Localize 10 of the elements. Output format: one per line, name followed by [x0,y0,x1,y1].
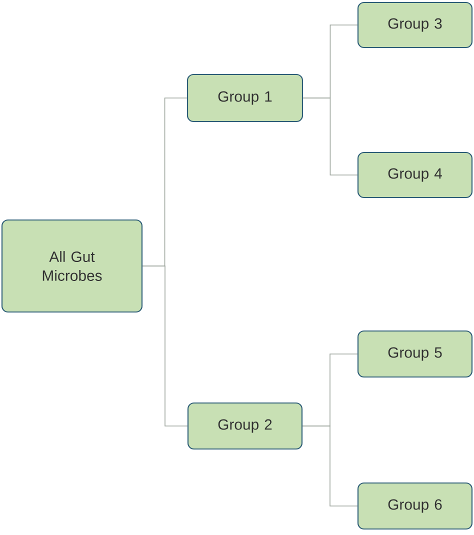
connector-line [142,266,188,426]
group-box: Group 5 [357,330,473,378]
group-box: Group 1 [186,74,304,122]
connector-line [302,98,358,176]
connector-line [302,426,358,506]
group-box: Group 2 [187,402,303,450]
group-box: Group 6 [357,482,473,530]
group-box: Group 4 [357,152,473,198]
group-box: All Gut Microbes [1,219,143,313]
group-box: Group 3 [357,2,473,48]
